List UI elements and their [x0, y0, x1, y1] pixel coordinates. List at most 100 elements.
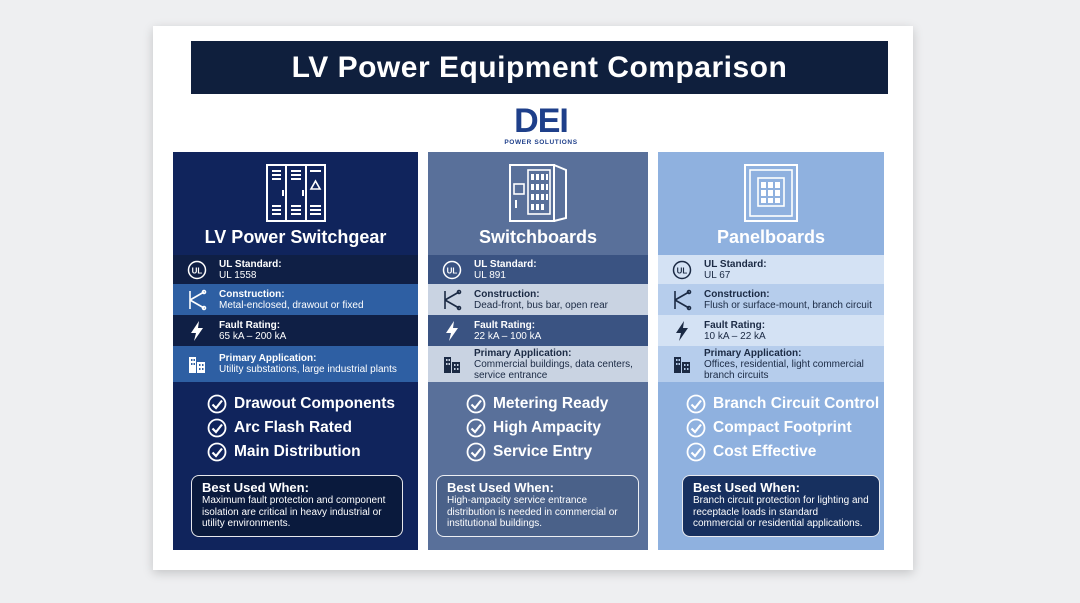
feature-item: Drawout Components [207, 392, 418, 416]
spec-construction: Construction:Metal-enclosed, drawout or … [173, 284, 418, 315]
spec-label: UL Standard: [474, 258, 537, 270]
checkmark-icon [466, 442, 486, 462]
lightning-icon [668, 320, 696, 342]
checkmark-icon [686, 442, 706, 462]
column-title: LV Power Switchgear [204, 227, 387, 247]
checkmark-icon [466, 418, 486, 438]
spec-value: Offices, residential, light commercial b… [704, 358, 864, 381]
feature-label: Service Entry [493, 443, 593, 460]
best-used-text: Branch circuit protection for lighting a… [693, 495, 869, 529]
spec-label: UL Standard: [704, 258, 767, 270]
feature-item: High Ampacity [466, 416, 648, 440]
spec-label: Primary Application: [474, 347, 572, 359]
checkmark-icon [686, 418, 706, 438]
spec-primary-application: Primary Application:Utility substations,… [173, 346, 418, 382]
comparison-board: LV Power Equipment Comparison DEI POWER … [153, 26, 913, 570]
spec-ul-standard: UL UL Standard:UL 891 [428, 255, 648, 284]
best-used-box: Best Used When: Maximum fault protection… [191, 475, 403, 537]
spec-value: UL 891 [474, 269, 506, 281]
best-used-title: Best Used When: [447, 480, 554, 495]
feature-label: Drawout Components [234, 395, 396, 412]
spec-value: Metal-enclosed, drawout or fixed [219, 299, 364, 311]
feature-item: Cost Effective [686, 440, 884, 464]
spec-value: 10 kA – 22 kA [704, 330, 766, 342]
spec-label: Construction: [704, 288, 770, 300]
spec-value: Commercial buildings, data centers, serv… [474, 358, 633, 381]
best-used-text: Maximum fault protection and component i… [202, 495, 386, 529]
switchgear-cabinet-icon [265, 164, 326, 222]
building-icon [438, 353, 466, 375]
spec-label: Construction: [219, 288, 285, 300]
column-title: Switchboards [478, 227, 598, 247]
building-icon [668, 353, 696, 375]
column-header: Panelboards [658, 152, 884, 249]
spec-construction: Construction:Flush or surface-mount, bra… [658, 284, 884, 315]
feature-item: Arc Flash Rated [207, 416, 418, 440]
best-used-box: Best Used When: High-ampacity service en… [436, 475, 639, 537]
checkmark-icon [207, 394, 227, 414]
column-header: Switchboards [428, 152, 648, 249]
logo-tagline: POWER SOLUTIONS [504, 139, 578, 146]
svg-text:UL: UL [677, 266, 688, 275]
switchboard-icon [509, 164, 567, 222]
spec-fault-rating: Fault Rating:22 kA – 100 kA [428, 315, 648, 346]
column-switchgear: LV Power Switchgear UL UL Standard:UL 15… [173, 152, 418, 550]
spec-label: Construction: [474, 288, 540, 300]
feature-item: Compact Footprint [686, 416, 884, 440]
checkmark-icon [207, 418, 227, 438]
page-title: LV Power Equipment Comparison [191, 41, 888, 94]
feature-item: Branch Circuit Control [686, 392, 884, 416]
feature-label: Arc Flash Rated [234, 419, 353, 436]
best-used-title: Best Used When: [693, 480, 800, 495]
spec-ul-standard: UL UL Standard:UL 67 [658, 255, 884, 284]
feature-list: Metering Ready High Ampacity Service Ent… [428, 392, 648, 464]
column-switchboards: Switchboards UL UL Standard:UL 891 Const… [428, 152, 648, 550]
construction-icon [438, 289, 466, 311]
spec-label: Fault Rating: [474, 319, 536, 331]
svg-text:UL: UL [447, 266, 458, 275]
best-used-title: Best Used When: [202, 480, 309, 495]
feature-label: Branch Circuit Control [713, 395, 880, 412]
building-icon [183, 353, 211, 375]
panelboard-icon [744, 164, 798, 222]
feature-label: Cost Effective [713, 443, 817, 460]
best-used-box: Best Used When: Branch circuit protectio… [682, 475, 880, 537]
ul-icon: UL [183, 259, 211, 281]
column-header: LV Power Switchgear [173, 152, 418, 249]
spec-label: Primary Application: [219, 353, 317, 364]
checkmark-icon [207, 442, 227, 462]
checkmark-icon [686, 394, 706, 414]
dei-logo: DEI POWER SOLUTIONS [501, 104, 581, 146]
spec-construction: Construction:Dead-front, bus bar, open r… [428, 284, 648, 315]
construction-icon [668, 289, 696, 311]
construction-icon [183, 289, 211, 311]
spec-value: 65 kA – 200 kA [219, 330, 287, 342]
lightning-icon [183, 320, 211, 342]
spec-ul-standard: UL UL Standard:UL 1558 [173, 255, 418, 284]
ul-icon: UL [438, 259, 466, 281]
feature-label: Compact Footprint [713, 419, 852, 436]
feature-item: Main Distribution [207, 440, 418, 464]
best-used-text: High-ampacity service entrance distribut… [447, 495, 618, 529]
spec-primary-application: Primary Application:Offices, residential… [658, 346, 884, 382]
feature-label: Metering Ready [493, 395, 609, 412]
feature-list: Drawout Components Arc Flash Rated Main … [173, 392, 418, 464]
logo-mark: DEI [514, 102, 569, 140]
spec-value: UL 1558 [219, 269, 257, 281]
spec-value: Utility substations, large industrial pl… [219, 364, 397, 375]
spec-fault-rating: Fault Rating:10 kA – 22 kA [658, 315, 884, 346]
spec-fault-rating: Fault Rating:65 kA – 200 kA [173, 315, 418, 346]
column-title: Panelboards [716, 227, 826, 247]
feature-item: Metering Ready [466, 392, 648, 416]
spec-label: Primary Application: [704, 347, 802, 359]
spec-label: Fault Rating: [704, 319, 766, 331]
feature-label: Main Distribution [234, 443, 361, 460]
spec-value: 22 kA – 100 kA [474, 330, 542, 342]
feature-list: Branch Circuit Control Compact Footprint… [658, 392, 884, 464]
feature-label: High Ampacity [493, 419, 601, 436]
spec-primary-application: Primary Application:Commercial buildings… [428, 346, 648, 382]
column-panelboards: Panelboards UL UL Standard:UL 67 Constru… [658, 152, 884, 550]
lightning-icon [438, 320, 466, 342]
feature-item: Service Entry [466, 440, 648, 464]
svg-text:UL: UL [192, 266, 203, 275]
